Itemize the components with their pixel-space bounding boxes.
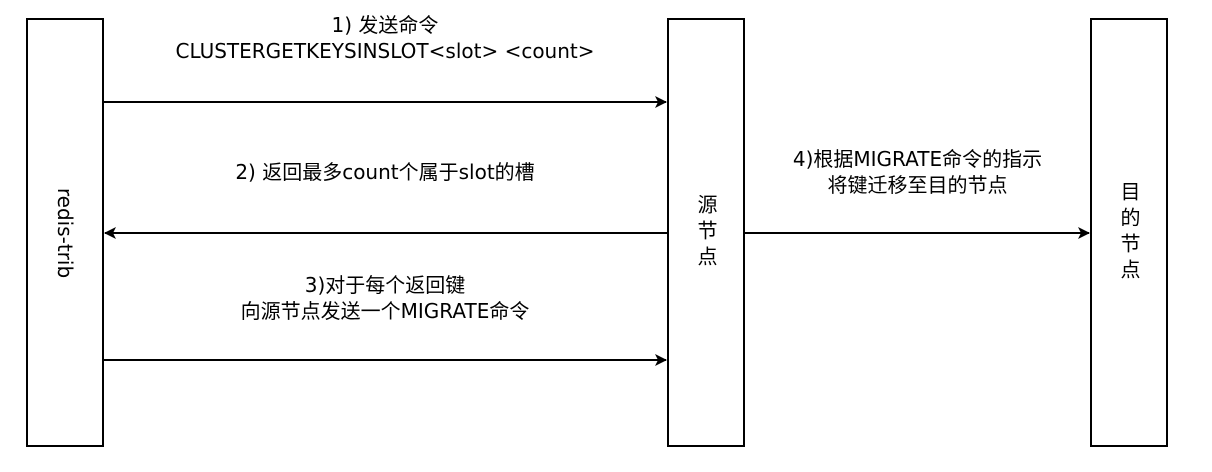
message-step-2-line-1: 2) 返回最多count个属于slot的槽 [235, 160, 535, 184]
source-node-label: 源节点 [694, 193, 718, 272]
message-step-3-line-1: 3)对于每个返回键 [304, 273, 466, 297]
message-step-2: 2) 返回最多count个属于slot的槽 [105, 159, 665, 185]
message-step-1-line-1: 1) 发送命令 [331, 13, 439, 37]
redis-trib-node: redis-trib [26, 18, 104, 447]
target-node-label: 目的节点 [1117, 180, 1141, 285]
message-step-4-line-2: 将键迁移至目的节点 [827, 173, 1008, 197]
redis-trib-label: redis-trib [53, 187, 77, 278]
target-node: 目的节点 [1090, 18, 1168, 447]
message-step-4-line-1: 4)根据MIGRATE命令的指示 [792, 147, 1043, 171]
source-node: 源节点 [667, 18, 745, 447]
message-step-1-line-2: CLUSTERGETKEYSINSLOT<slot> <count> [175, 39, 595, 63]
message-step-3-line-2: 向源节点发送一个MIGRATE命令 [240, 299, 530, 323]
message-step-4: 4)根据MIGRATE命令的指示 将键迁移至目的节点 [746, 146, 1089, 198]
message-step-1: 1) 发送命令 CLUSTERGETKEYSINSLOT<slot> <coun… [105, 12, 665, 64]
message-step-3: 3)对于每个返回键 向源节点发送一个MIGRATE命令 [105, 272, 665, 324]
